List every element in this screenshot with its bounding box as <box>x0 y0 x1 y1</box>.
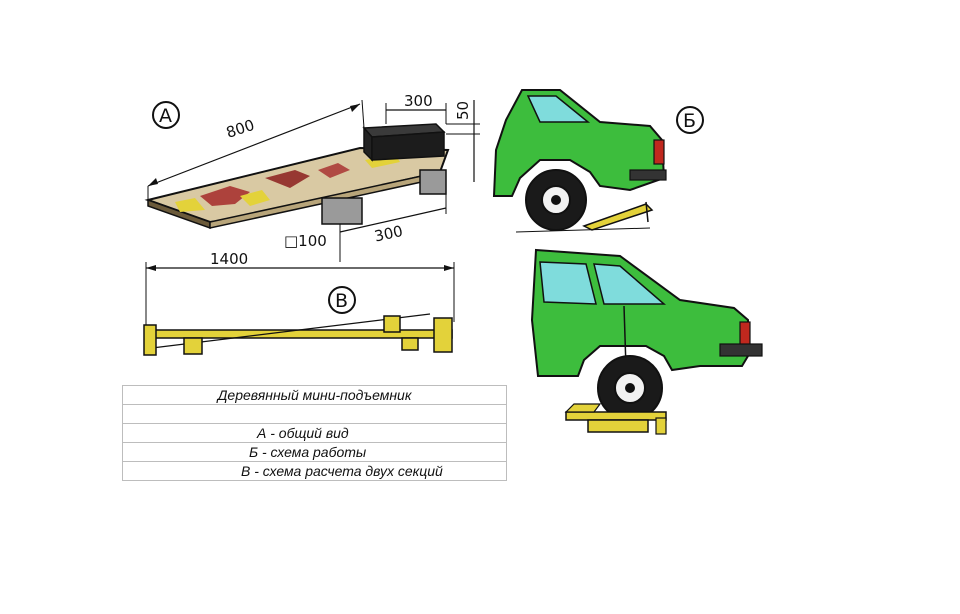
caption-item-b: Б - схема работы <box>122 442 507 462</box>
caption-item-a: А - общий вид <box>122 423 507 443</box>
marker-b: Б <box>683 110 696 132</box>
marker-v: В <box>335 290 348 312</box>
view-a-ramp: 800 300 50 □100 300 А <box>144 92 480 262</box>
caption-table: Деревянный мини-подъемник А - общий вид … <box>122 385 507 481</box>
marker-a: А <box>159 105 172 127</box>
view-b-car-entering: Б <box>492 89 704 233</box>
dim-300-offset: 300 <box>373 222 405 246</box>
dim-50: 50 <box>454 101 472 120</box>
caption-title: Деревянный мини-подъемник <box>122 385 507 405</box>
dim-1400: 1400 <box>210 250 248 268</box>
caption-empty-row <box>122 404 507 424</box>
dim-300-top: 300 <box>404 92 433 110</box>
dim-800: 800 <box>224 116 257 142</box>
view-v-sections: 1400 В <box>143 250 455 356</box>
dim-block-100: □100 <box>284 232 327 250</box>
view-b-car-raised <box>530 248 763 435</box>
caption-item-v: В - схема расчета двух секций <box>122 461 507 481</box>
